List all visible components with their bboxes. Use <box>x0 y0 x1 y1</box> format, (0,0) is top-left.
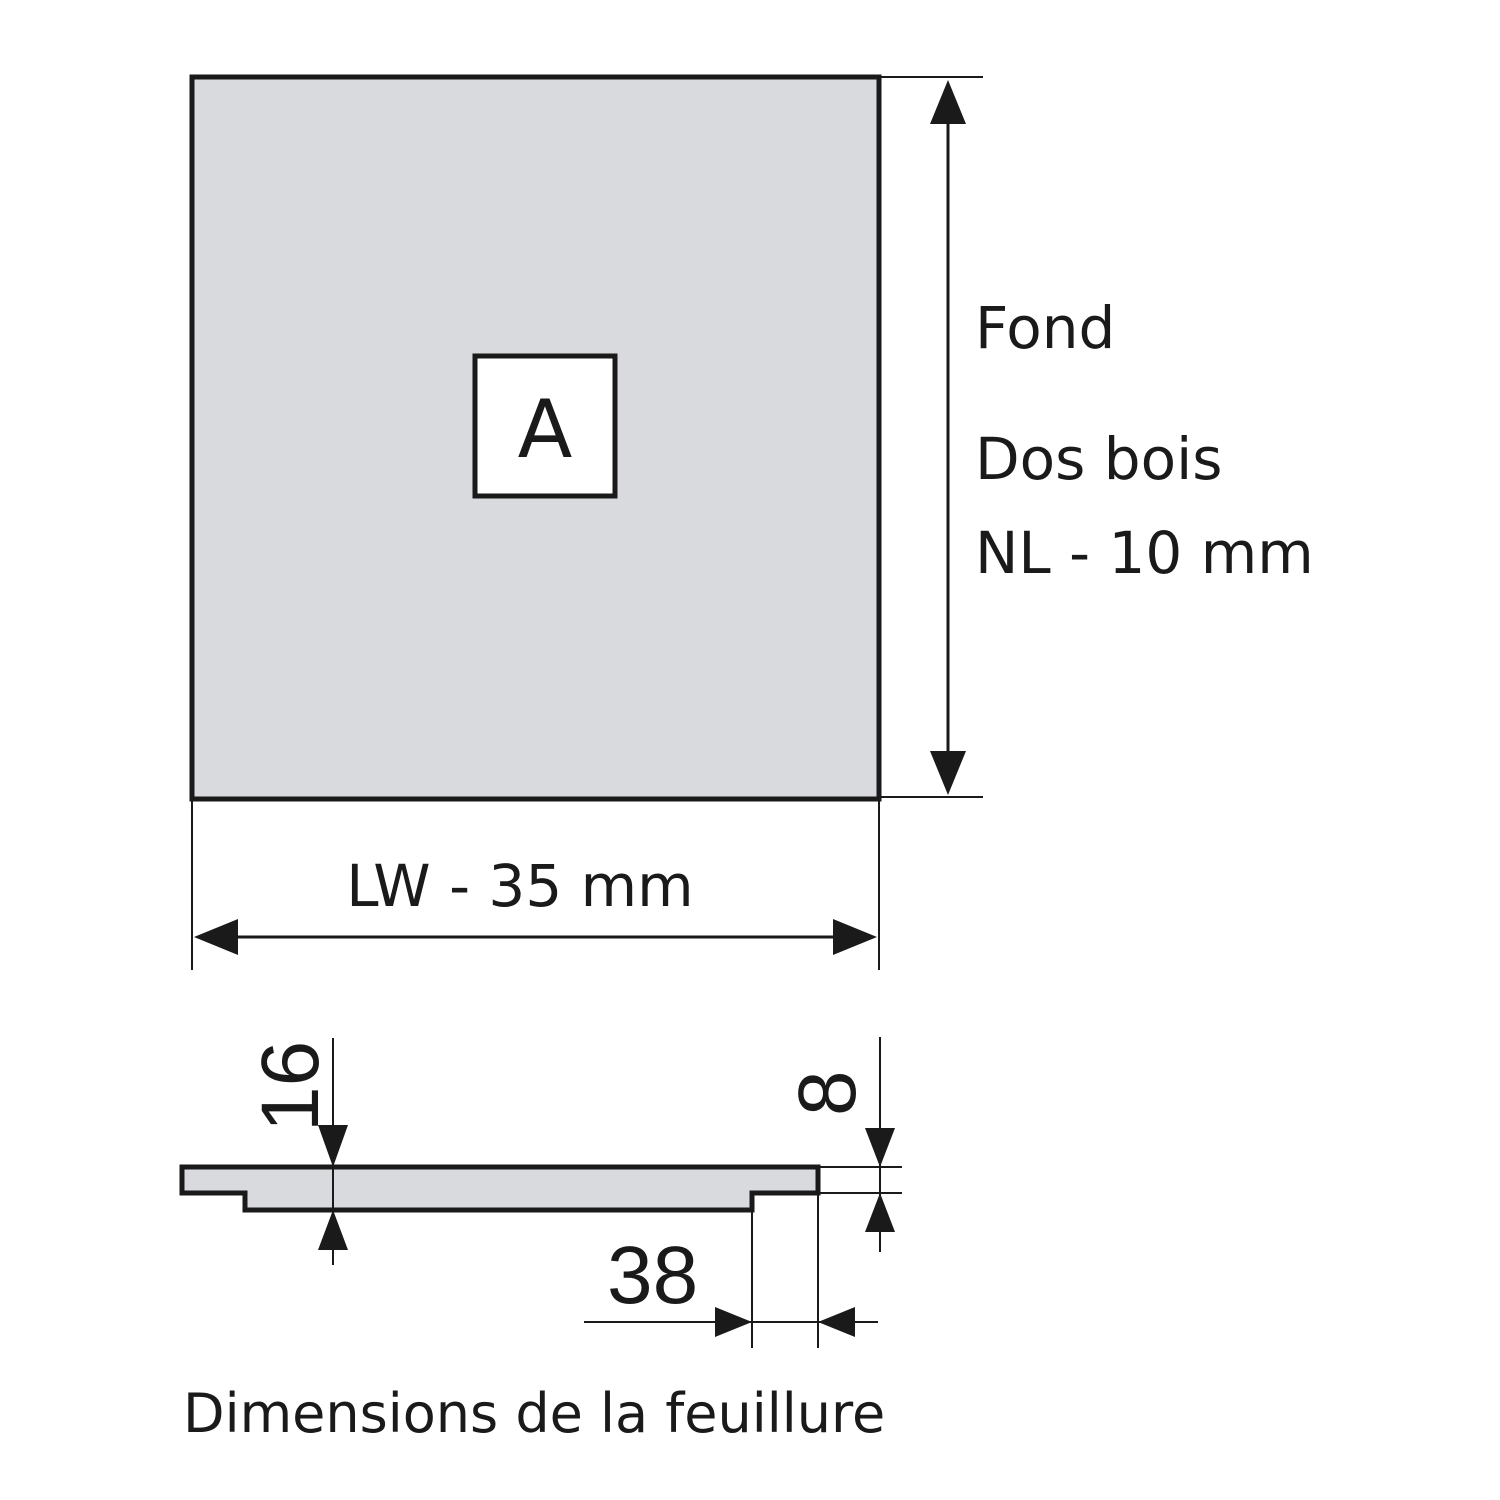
height-label-3: NL - 10 mm <box>975 519 1314 587</box>
height-label-1: Fond <box>975 294 1115 362</box>
rebate-profile <box>179 1164 821 1213</box>
thickness-label: 16 <box>245 1041 336 1132</box>
thickness-dimension <box>318 1038 348 1265</box>
rebate-depth-label: 8 <box>782 1070 873 1116</box>
panel-label-box <box>472 353 618 499</box>
height-label-2: Dos bois <box>975 425 1222 493</box>
height-dimension <box>879 76 983 798</box>
width-label: LW - 35 mm <box>346 852 693 920</box>
profile-caption: Dimensions de la feuillure <box>183 1382 885 1445</box>
panel-label: A <box>518 383 573 476</box>
rebate-width-dimension <box>584 1193 878 1348</box>
rebate-depth-dimension <box>818 1037 902 1252</box>
rebate-width-label: 38 <box>607 1230 698 1321</box>
width-dimension <box>191 799 880 970</box>
